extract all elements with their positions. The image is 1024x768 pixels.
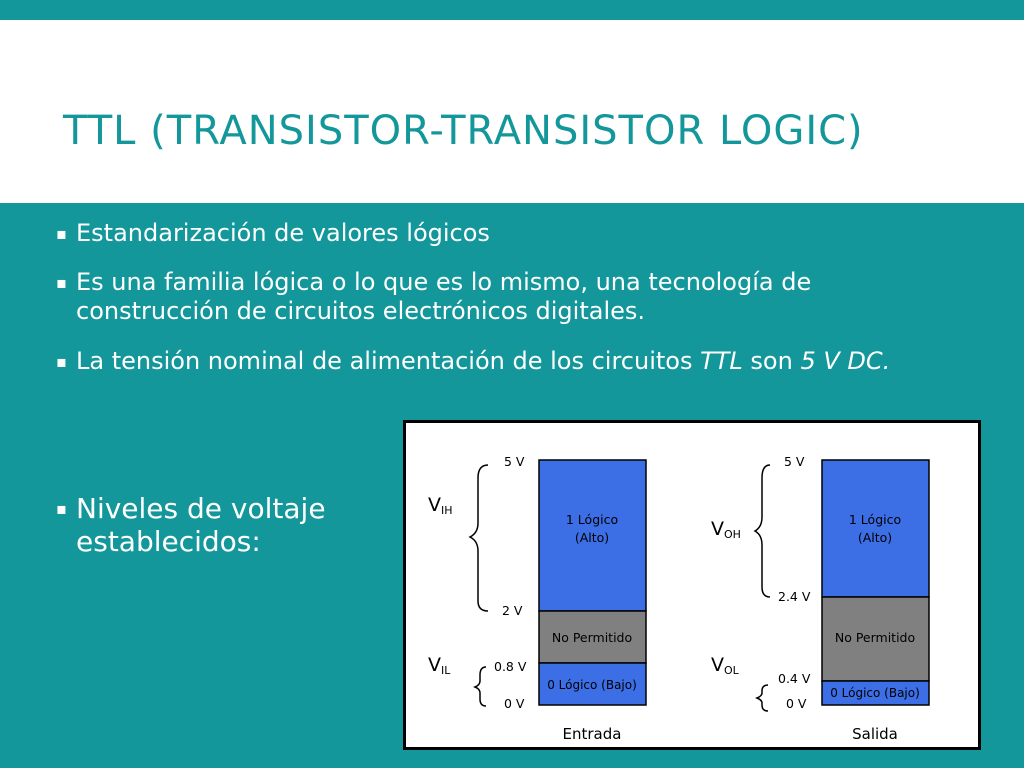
bullet-marker: ▪ <box>56 499 67 518</box>
slide-title: TTL (TRANSISTOR-TRANSISTOR LOGIC) <box>63 108 864 154</box>
input-vil-label: VIL <box>428 654 451 677</box>
input-vih-label: VIH <box>428 494 453 517</box>
output-low-band <box>821 680 930 706</box>
bullet-marker: ▪ <box>56 224 67 243</box>
output-forbidden-label: No Permitido <box>835 630 915 645</box>
input-forbidden-label: No Permitido <box>552 630 632 645</box>
output-vol-label: VOL <box>711 654 740 677</box>
bullet-marker: ▪ <box>56 352 67 371</box>
input-bottom-value: 0 V <box>504 696 525 711</box>
output-bottom-value: 0 V <box>786 696 807 711</box>
bullet-text-ttl: TTL <box>700 347 743 375</box>
output-low-max: 0.4 V <box>778 671 811 686</box>
bullet-text-plain: La tensión nominal de alimentación de lo… <box>76 347 701 375</box>
output-high-min: 2.4 V <box>778 589 811 604</box>
bullet-text-plain-2: son <box>742 347 801 375</box>
input-high-label-2: (Alto) <box>575 530 609 545</box>
bullet-marker: ▪ <box>56 273 67 292</box>
output-high-label-1: 1 Lógico <box>849 512 901 527</box>
input-low-label: 0 Lógico (Bajo) <box>547 678 637 692</box>
output-high-label-2: (Alto) <box>858 530 892 545</box>
input-high-brace <box>468 464 489 612</box>
output-high-brace <box>753 464 771 598</box>
input-high-label-1: 1 Lógico <box>566 512 618 527</box>
title-band <box>0 20 1024 203</box>
output-forbidden-band <box>821 596 930 682</box>
input-low-band <box>538 662 647 706</box>
output-low-brace <box>754 684 769 712</box>
input-top-value: 5 V <box>504 454 525 469</box>
output-caption: Salida <box>852 725 898 743</box>
input-low-brace <box>472 666 487 707</box>
input-forbidden-band <box>538 610 647 664</box>
output-low-label: 0 Lógico (Bajo) <box>830 686 920 700</box>
bullet-text: Es una familia lógica o lo que es lo mis… <box>76 268 812 325</box>
output-high-band <box>821 459 930 598</box>
output-levels-group: 1 Lógico (Alto) No Permitido 0 Lógico (B… <box>711 454 930 743</box>
input-low-max: 0.8 V <box>494 659 527 674</box>
bullet-text: Niveles de voltaje establecidos: <box>76 492 326 558</box>
ttl-levels-diagram: 1 Lógico (Alto) No Permitido 0 Lógico (B… <box>428 454 930 743</box>
input-high-min: 2 V <box>502 603 523 618</box>
input-caption: Entrada <box>563 725 622 743</box>
top-accent-strip <box>0 0 1024 20</box>
bullet-text-voltage: 5 V DC. <box>800 347 891 375</box>
bullet-text: Estandarización de valores lógicos <box>76 219 490 247</box>
output-voh-label: VOH <box>711 518 741 541</box>
output-top-value: 5 V <box>784 454 805 469</box>
input-levels-group: 1 Lógico (Alto) No Permitido 0 Lógico (B… <box>428 454 647 743</box>
input-high-band <box>538 459 647 612</box>
ttl-levels-figure: 1 Lógico (Alto) No Permitido 0 Lógico (B… <box>403 420 981 750</box>
bullet-text: La tensión nominal de alimentación de lo… <box>76 347 906 376</box>
